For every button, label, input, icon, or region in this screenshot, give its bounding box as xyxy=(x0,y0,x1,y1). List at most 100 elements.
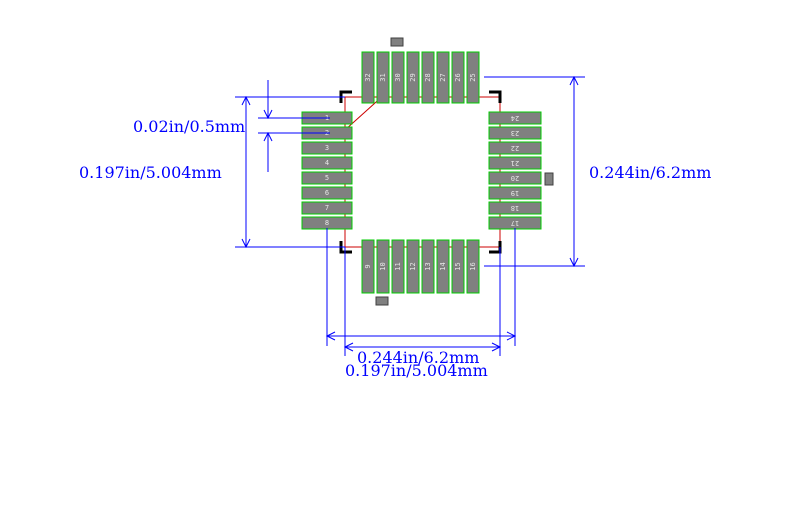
pad-rect xyxy=(488,201,542,215)
pad-bottom-1: 9 xyxy=(361,239,375,294)
pad-top-7: 26 xyxy=(451,51,465,104)
pin-number: 8 xyxy=(325,219,329,227)
corner-marks xyxy=(339,90,502,254)
pin-number: 29 xyxy=(409,73,417,81)
pin-number: 7 xyxy=(325,204,329,212)
pin-number: 14 xyxy=(439,262,447,270)
pin-number: 17 xyxy=(511,219,519,227)
pad-top-4: 29 xyxy=(406,51,420,104)
pad-right-5: 20 xyxy=(488,171,542,185)
pad-bottom-7: 15 xyxy=(451,239,465,294)
pad-rect xyxy=(451,239,465,294)
pin-number: 12 xyxy=(409,262,417,270)
pad-bottom-2: 10 xyxy=(376,239,390,294)
pad-rect xyxy=(488,156,542,170)
overall-width-label: 0.244in/6.2mm xyxy=(357,348,479,367)
pin-number: 20 xyxy=(511,174,519,182)
pin-number: 4 xyxy=(325,159,329,167)
pad-rect xyxy=(301,141,353,155)
fiducial-right xyxy=(544,172,554,186)
pin-number: 23 xyxy=(511,129,519,137)
pin-number: 15 xyxy=(454,262,462,270)
pad-rect xyxy=(488,186,542,200)
pad-rect xyxy=(301,156,353,170)
pin-number: 6 xyxy=(325,189,329,197)
pad-rect xyxy=(301,201,353,215)
pads-right: 24 23 22 21 20 19 18 17 xyxy=(488,111,542,230)
pad-rect xyxy=(376,51,390,104)
pad-top-1: 32 xyxy=(361,51,375,104)
pad-left-5: 5 xyxy=(301,171,353,185)
pad-rect xyxy=(406,51,420,104)
pad-rect xyxy=(421,239,435,294)
pin-number: 26 xyxy=(454,73,462,81)
pad-bottom-4: 12 xyxy=(406,239,420,294)
pads-bottom: 9 10 11 12 13 14 15 16 xyxy=(361,239,480,294)
pin-number: 25 xyxy=(469,73,477,81)
overall-height-label: 0.244in/6.2mm xyxy=(589,163,711,182)
pad-rect xyxy=(406,239,420,294)
pin-number: 19 xyxy=(511,189,519,197)
pad-right-4: 21 xyxy=(488,156,542,170)
pad-right-8: 17 xyxy=(488,216,542,230)
pin-number: 30 xyxy=(394,73,402,81)
pad-top-3: 30 xyxy=(391,51,405,104)
pad-right-6: 19 xyxy=(488,186,542,200)
dimension-lines xyxy=(235,75,585,356)
pad-rect xyxy=(301,171,353,185)
pitch-label: 0.02in/0.5mm xyxy=(133,117,245,136)
pad-left-3: 3 xyxy=(301,141,353,155)
fiducial-bottom xyxy=(375,296,389,306)
pin-number: 27 xyxy=(439,73,447,81)
pad-rect xyxy=(391,239,405,294)
pin-number: 16 xyxy=(469,262,477,270)
pad-top-5: 28 xyxy=(421,51,435,104)
pad-rect xyxy=(361,239,375,294)
pad-bottom-5: 13 xyxy=(421,239,435,294)
body-outline xyxy=(344,93,501,248)
pin-number: 32 xyxy=(364,73,372,81)
pad-top-6: 27 xyxy=(436,51,450,104)
pin-number: 3 xyxy=(325,144,329,152)
pad-bottom-3: 11 xyxy=(391,239,405,294)
body-height-label: 0.197in/5.004mm xyxy=(79,163,222,182)
pad-left-7: 7 xyxy=(301,201,353,215)
pad-rect xyxy=(451,51,465,104)
pad-bottom-6: 14 xyxy=(436,239,450,294)
pad-right-2: 23 xyxy=(488,126,542,140)
pad-rect xyxy=(466,239,480,294)
pad-rect xyxy=(466,51,480,104)
pin-number: 10 xyxy=(379,262,387,270)
pin-number: 18 xyxy=(511,204,519,212)
pad-bottom-8: 16 xyxy=(466,239,480,294)
pad-rect xyxy=(421,51,435,104)
pad-rect xyxy=(488,111,542,125)
pad-right-3: 22 xyxy=(488,141,542,155)
pad-top-8: 25 xyxy=(466,51,480,104)
pad-rect xyxy=(301,186,353,200)
pin-number: 13 xyxy=(424,262,432,270)
pin-number: 11 xyxy=(394,262,402,270)
pad-left-8: 8 xyxy=(301,216,353,230)
pad-right-1: 24 xyxy=(488,111,542,125)
pad-top-2: 31 xyxy=(376,51,390,104)
pads-top: 32 31 30 29 28 27 26 25 xyxy=(361,51,480,104)
pin-number: 9 xyxy=(364,264,372,268)
pad-left-4: 4 xyxy=(301,156,353,170)
pad-rect xyxy=(488,171,542,185)
pin-number: 28 xyxy=(424,73,432,81)
pin-number: 21 xyxy=(511,159,519,167)
fiducial-top xyxy=(390,37,404,47)
pin-number: 22 xyxy=(511,144,519,152)
pad-rect xyxy=(436,239,450,294)
pin-number: 24 xyxy=(511,114,519,122)
pad-right-7: 18 xyxy=(488,201,542,215)
pad-left-6: 6 xyxy=(301,186,353,200)
pad-rect xyxy=(488,126,542,140)
body-width-label: 0.197in/5.004mm xyxy=(345,361,488,380)
pad-rect xyxy=(436,51,450,104)
pad-rect xyxy=(391,51,405,104)
pad-rect xyxy=(488,141,542,155)
pin-number: 31 xyxy=(379,73,387,81)
